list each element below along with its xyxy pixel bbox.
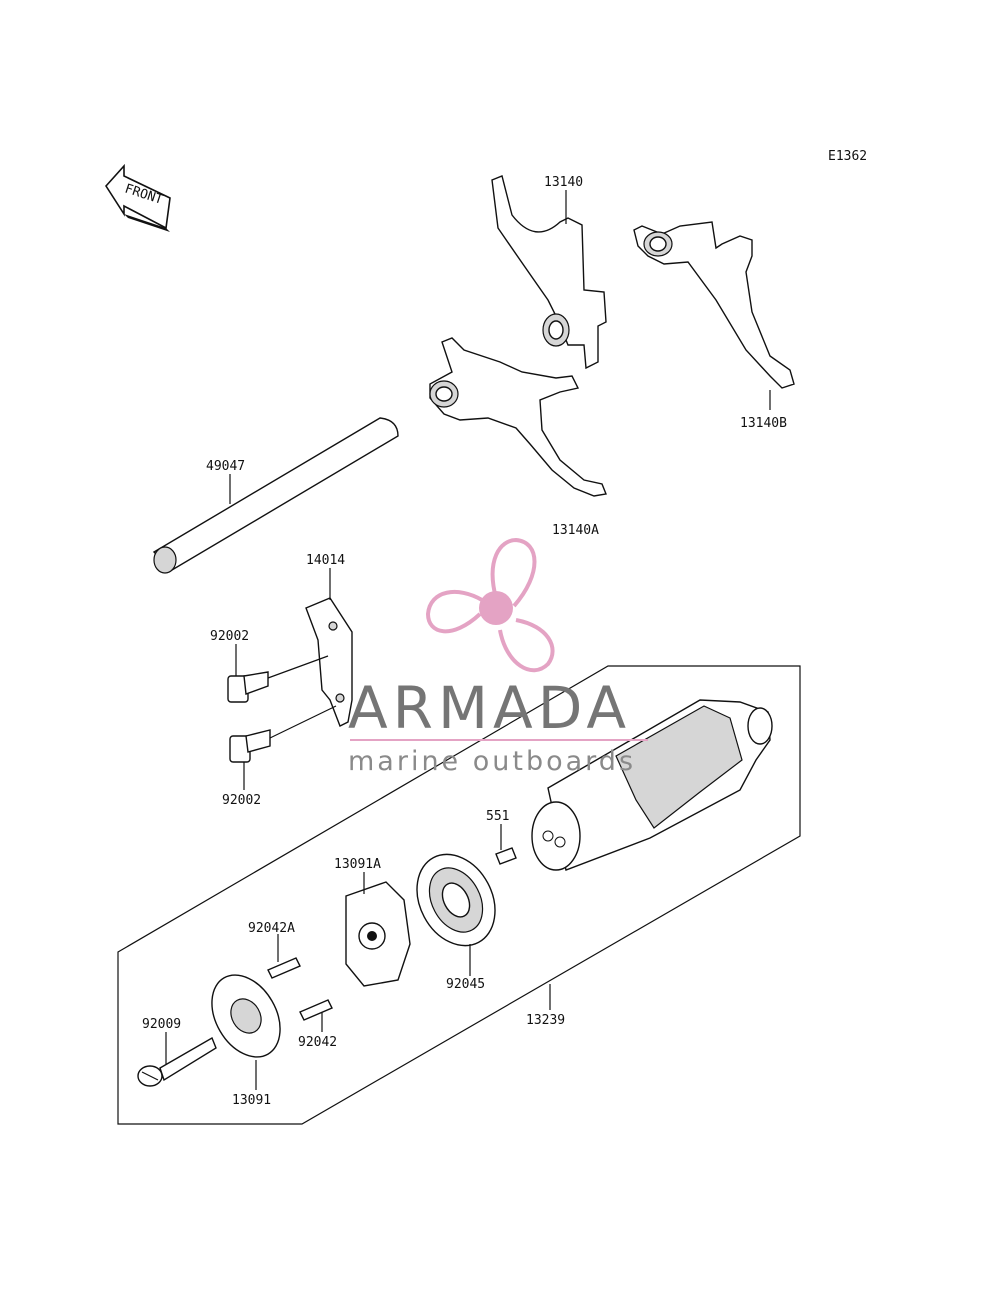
holder-13091A <box>345 881 411 987</box>
label-92002-top: 92002 <box>210 629 249 644</box>
bearing-92045 <box>416 853 496 947</box>
label-14014: 14014 <box>306 553 345 568</box>
shift-fork-13140A <box>429 337 607 497</box>
label-13091: 13091 <box>232 1093 271 1108</box>
bolt-92002-top <box>227 655 329 703</box>
pin-92042A <box>267 957 301 979</box>
figure-code: E1362 <box>828 149 867 164</box>
screw-92009 <box>137 1036 217 1087</box>
shift-drum-group-outline <box>117 665 801 1125</box>
label-92002-bottom: 92002 <box>222 793 261 808</box>
label-13140: 13140 <box>544 175 583 190</box>
label-13091A: 13091A <box>334 857 381 872</box>
watermark-name: ARMADA <box>348 674 631 742</box>
shift-fork-13140 <box>491 175 607 370</box>
pin-92042 <box>299 999 333 1021</box>
armada-watermark: ARMADA marine outboards <box>348 537 648 777</box>
propeller-logo-icon <box>425 537 555 673</box>
label-13140A: 13140A <box>552 523 599 538</box>
label-49047: 49047 <box>206 459 245 474</box>
shift-drum-13239 <box>531 699 773 871</box>
leader-lines <box>165 190 771 1090</box>
label-92009: 92009 <box>142 1017 181 1032</box>
guide-plate-14014 <box>305 597 353 727</box>
label-13239: 13239 <box>526 1013 565 1028</box>
label-92045: 92045 <box>446 977 485 992</box>
shift-rod-49047 <box>152 417 399 574</box>
label-13140B: 13140B <box>740 416 787 431</box>
bolt-92002-bottom <box>229 705 337 763</box>
cam-plate-13091 <box>211 974 281 1058</box>
pin-551 <box>495 847 517 865</box>
label-551: 551 <box>486 809 509 824</box>
watermark-tagline: marine outboards <box>348 746 636 777</box>
label-92042: 92042 <box>298 1035 337 1050</box>
front-arrow-icon: FRONT <box>104 163 171 232</box>
label-92042A: 92042A <box>248 921 295 936</box>
shift-fork-13140B <box>633 221 795 389</box>
